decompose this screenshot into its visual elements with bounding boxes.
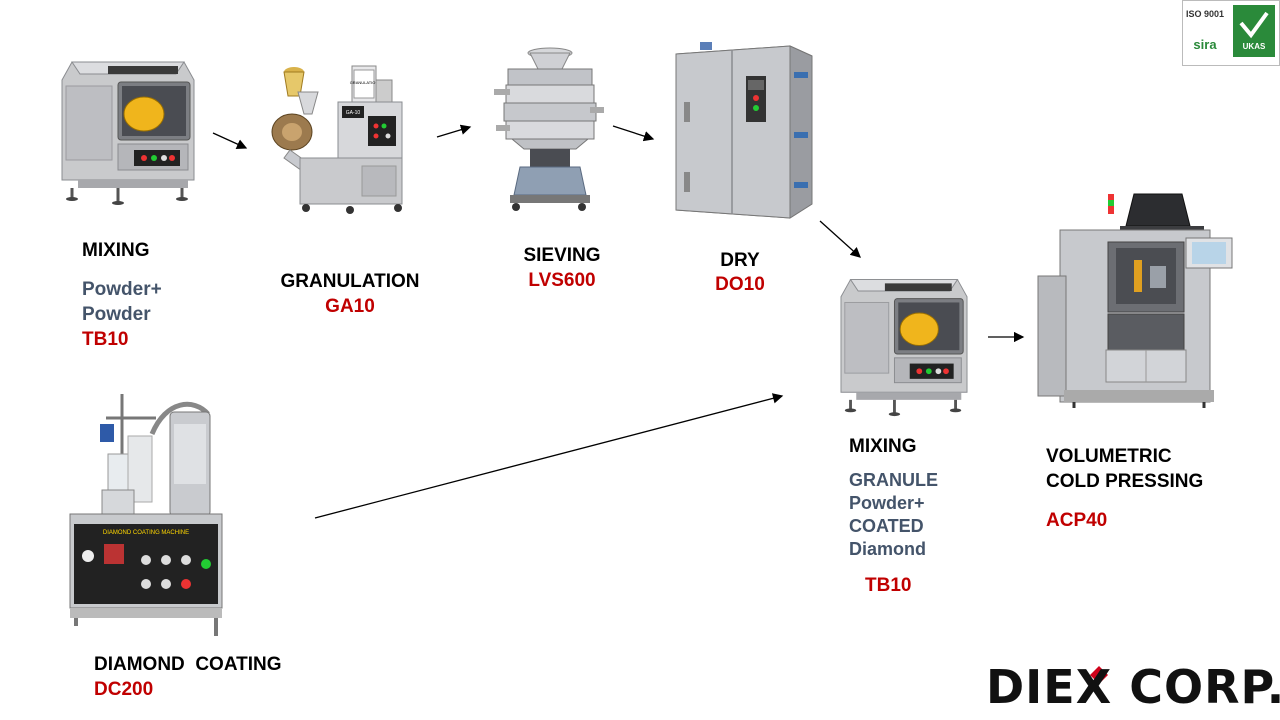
mixing2-desc-line1: GRANULE xyxy=(849,470,938,490)
granulator-code-text: GA-10 xyxy=(346,110,361,116)
diex-logo-mark-icon xyxy=(1090,666,1108,684)
mixing1-desc-line2: Powder xyxy=(82,304,151,325)
mixing2-desc-line2: Powder+ xyxy=(849,493,925,513)
company-logo: DIEX CORP. xyxy=(986,660,1280,714)
sieving-title: SIEVING xyxy=(523,245,601,266)
sieving-model: LVS600 xyxy=(528,270,596,291)
mixer-machine-image xyxy=(61,61,195,205)
granulator-plate-text: GRANULATION xyxy=(350,80,379,85)
diamond-coating-machine-image: DIAMOND COATING MACHINE xyxy=(69,394,223,636)
dry-model: DO10 xyxy=(715,274,765,295)
iso-cert-text: ISO 9001 xyxy=(1186,9,1224,19)
mixing2-desc-line4: Diamond xyxy=(849,539,927,559)
granulation-title: GRANULATION xyxy=(280,271,420,292)
dry-title: DRY xyxy=(720,250,760,271)
granulation-model: GA10 xyxy=(325,296,375,317)
pressing-title-line1: VOLUMETRIC xyxy=(1046,446,1172,467)
coating-model: DC200 xyxy=(94,679,154,700)
mixing1-model: TB10 xyxy=(82,329,129,350)
mixing1-desc-line1: Powder+ xyxy=(82,279,162,300)
coating-title: DIAMOND COATING xyxy=(94,654,282,675)
checkmark-icon xyxy=(1239,11,1269,39)
arrow-sieving-to-dry xyxy=(612,125,655,142)
pressing-title-line2: COLD PRESSING xyxy=(1046,471,1204,492)
certification-badge: ISO 9001 sira UKAS xyxy=(1182,0,1280,66)
mixing2-desc-line3: COATED xyxy=(849,516,924,536)
mixer2-machine-image xyxy=(840,279,968,417)
sieve-machine-image xyxy=(494,47,604,211)
pressing-model: ACP40 xyxy=(1046,510,1108,531)
mixing2-title: MIXING xyxy=(849,436,917,457)
coating-panel-text: DIAMOND COATING MACHINE xyxy=(103,530,189,536)
granulator-machine-image: GRANULATION GA-10 xyxy=(271,65,403,214)
sira-cert-text: sira xyxy=(1193,37,1217,52)
cold-press-machine-image xyxy=(1037,193,1233,408)
arrow-coating-to-mixing2 xyxy=(314,393,784,519)
ukas-cert-text: UKAS xyxy=(1243,42,1266,51)
arrow-granulation-to-sieving xyxy=(436,124,472,138)
drying-oven-image xyxy=(675,42,813,219)
arrow-dry-to-mixing2 xyxy=(819,220,861,258)
mixing2-model: TB10 xyxy=(865,575,912,596)
mixing1-title: MIXING xyxy=(82,240,150,261)
arrow-mixing-to-granulation xyxy=(212,132,248,149)
